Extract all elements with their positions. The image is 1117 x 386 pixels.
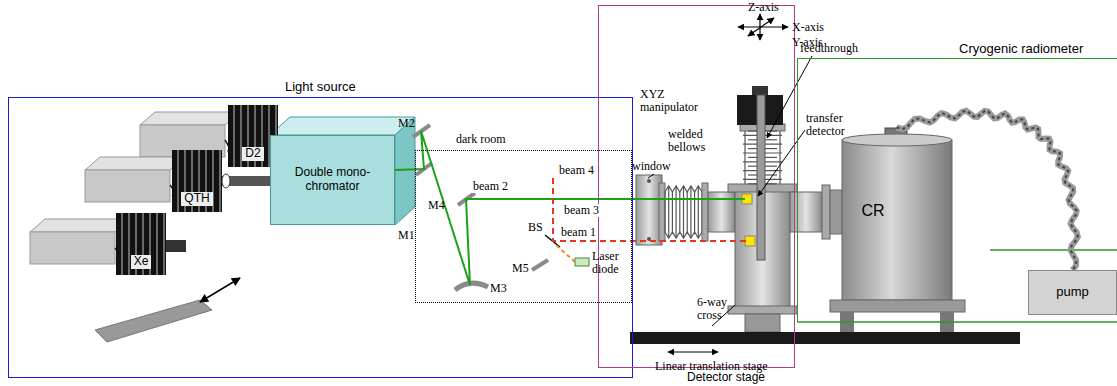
laser-diode (575, 258, 589, 266)
mirror (455, 283, 488, 290)
detector-stage-hardware (745, 236, 755, 246)
axis-cross (748, 18, 774, 36)
detector-stage-hardware (744, 131, 745, 184)
power-supply (140, 112, 240, 125)
axis-cross (738, 14, 788, 40)
region-line (797, 321, 1117, 323)
part-label: M4 (428, 199, 445, 212)
part-label: 6-way cross (697, 296, 733, 322)
node-text: Xe (131, 255, 152, 269)
leader-line (648, 174, 654, 178)
monochromator-box: Double mono-chromator (270, 135, 395, 225)
light-beam (553, 178, 746, 241)
radiometer-cylinder: CR (842, 140, 952, 300)
detector-stage-hardware (822, 185, 830, 239)
leader-line (767, 56, 812, 138)
monochromator-body (270, 117, 415, 225)
stage-arrow (668, 351, 718, 352)
power-supply (30, 219, 130, 232)
light-beam (395, 131, 746, 285)
power-supply (85, 170, 170, 202)
light-beam (556, 245, 575, 262)
detector-stage-hardware (690, 186, 691, 238)
detector-stage-hardware (675, 186, 676, 238)
power-supply (85, 157, 185, 170)
part-label: transfer detector (806, 112, 866, 138)
detector-stage-hardware (779, 131, 780, 184)
part-label: Laser diode (592, 250, 630, 276)
part-label: M5 (512, 262, 529, 275)
vacuum-hose (897, 111, 1078, 270)
part-label: M1 (398, 229, 415, 242)
part-label: M3 (490, 282, 507, 295)
detector-stage-hardware (830, 190, 842, 234)
cryogenic-radiometer-body (842, 134, 952, 146)
part-label: window (632, 160, 671, 173)
pump-box: pump (1028, 270, 1117, 315)
part-label: beam 4 (558, 164, 595, 177)
vacuum-hose (897, 111, 1078, 270)
mirror (532, 260, 548, 270)
detector-stage-hardware (728, 306, 797, 314)
detector-stage-hardware (745, 314, 780, 332)
node-text: pump (1056, 285, 1089, 300)
part-label: BS (528, 221, 543, 234)
lamp-rail (95, 278, 240, 342)
monochromator-body (270, 117, 415, 135)
monochromator-body (395, 117, 415, 225)
detector-stage-hardware (683, 186, 684, 238)
detector-stage-hardware (668, 186, 669, 238)
cryogenic-radiometer-body (830, 128, 965, 332)
node-text: D2 (242, 147, 263, 161)
translation-stage (630, 332, 1020, 344)
part-label: M2 (398, 117, 415, 130)
cryogenic-radiometer-body (830, 300, 965, 312)
node-text: CR (862, 202, 885, 220)
detector-stage-hardware (636, 175, 662, 245)
detector-stage-hardware (665, 186, 702, 238)
node-text: Cryogenic radiometer (959, 42, 1083, 57)
detector-stage-hardware (698, 186, 699, 238)
power-supply (30, 232, 115, 264)
detector-stage-hardware (752, 86, 768, 95)
part-label: Z-axis (748, 1, 779, 14)
detector-stage-hardware (647, 179, 651, 183)
lamp-output (222, 174, 230, 188)
detector-stage-hardware (659, 183, 665, 241)
lamp-rail (95, 300, 212, 342)
part-label: XYZ manipulator (640, 88, 712, 114)
region-line (990, 249, 1117, 251)
node-text: Double mono-chromator (291, 166, 375, 194)
cryogenic-radiometer-body (842, 140, 952, 300)
lamp-housing: QTH (172, 150, 222, 212)
node-text: Detector stage (687, 371, 765, 385)
part-label: beam 1 (560, 226, 597, 239)
lamp-rail (200, 278, 240, 302)
lamp-housing: Xe (116, 213, 166, 275)
part-label: beam 2 (472, 180, 509, 193)
axis-cross (738, 26, 788, 27)
dark-room-frame: dark room (415, 150, 632, 303)
node-text: dark room (456, 133, 506, 147)
part-label: feedthrough (800, 42, 858, 55)
part-label: X-axis (792, 21, 824, 34)
leader-line (648, 56, 812, 326)
region-frame: Detector stage (598, 5, 795, 368)
part-label: Linear translation stage (655, 360, 768, 373)
node-text: QTH (181, 192, 212, 206)
node-text: Light source (285, 80, 356, 95)
light-beam (395, 131, 745, 285)
lamp-output (166, 240, 186, 252)
vacuum-hose (897, 111, 1078, 270)
detector-stage-hardware (702, 183, 708, 241)
part-label: beam 3 (563, 204, 600, 217)
part-label: welded bellows (668, 128, 720, 154)
region-line (797, 250, 1117, 322)
detector-stage-hardware (757, 95, 765, 260)
